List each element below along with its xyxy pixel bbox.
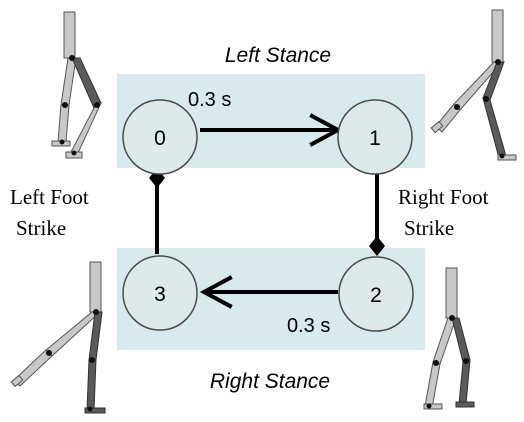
state-node-1: 1 [337, 99, 413, 175]
right-stance-title: Right Stance [210, 370, 330, 393]
state-node-0: 0 [122, 99, 198, 175]
left-stance-title: Left Stance [225, 44, 331, 67]
state-node-3: 3 [122, 255, 198, 331]
right-foot-strike-label-line1: Right Foot [398, 185, 489, 209]
transition-1-to-2 [369, 170, 385, 256]
walker-figure-bottom-right [423, 267, 475, 410]
timed-transition-label-bottom: 0.3 s [287, 315, 330, 337]
left-foot-strike-label-line2: Strike [16, 216, 66, 240]
state-label-2: 2 [370, 284, 382, 307]
right-foot-strike-label-line2: Strike [404, 216, 454, 240]
transition-2-to-3 [199, 275, 338, 309]
walker-figure-bottom-left [10, 261, 106, 414]
timed-transition-label-top: 0.3 s [188, 89, 231, 111]
state-label-1: 1 [369, 127, 381, 150]
transition-3-to-0 [149, 168, 165, 254]
walker-figure-top-left [51, 11, 103, 159]
walker-figure-top-right [430, 9, 517, 161]
state-node-2: 2 [338, 256, 414, 332]
state-label-0: 0 [154, 127, 166, 150]
left-foot-strike-label-line1: Left Foot [10, 185, 89, 209]
state-label-3: 3 [154, 283, 166, 306]
foot-strike-diamond-right [369, 236, 385, 256]
